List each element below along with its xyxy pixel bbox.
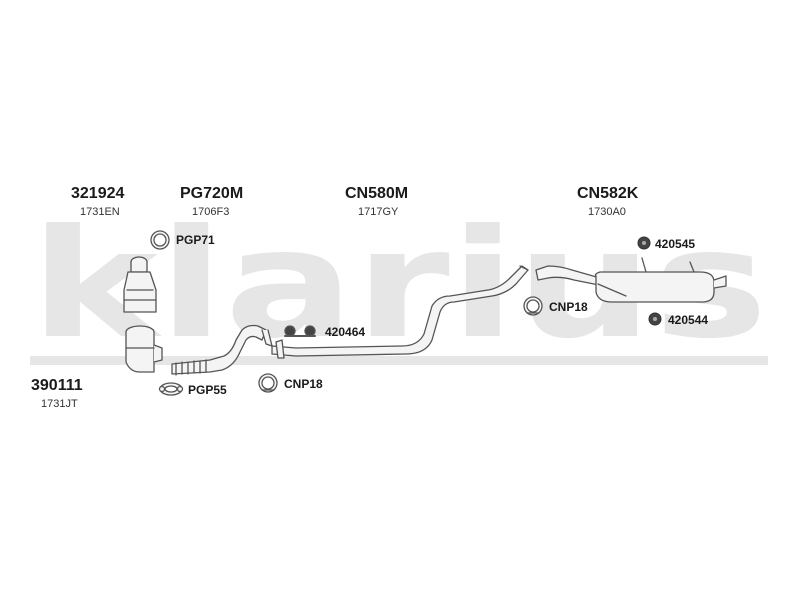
front-pipe-part: [171, 324, 273, 376]
accessory-label-420464[interactable]: 420464: [325, 325, 366, 339]
watermark-underline: [30, 356, 768, 365]
clamp-pgp55-icon: [158, 382, 184, 396]
accessory-label-420544[interactable]: 420544: [668, 313, 709, 327]
catalyst-upper-part: [123, 256, 157, 313]
part-number-pg720m[interactable]: PG720M: [180, 185, 244, 202]
catalyst-lower-part: [125, 325, 163, 373]
oe-number-1706F3: 1706F3: [192, 206, 230, 218]
oe-number-1731JT: 1731JT: [41, 398, 78, 410]
part-number-390111[interactable]: 390111: [31, 377, 83, 394]
hanger-420464-icon: [284, 325, 316, 337]
accessory-label-pgp71[interactable]: PGP71: [176, 233, 215, 247]
accessory-label-420545[interactable]: 420545: [655, 237, 696, 251]
rear-silencer-part: [535, 257, 727, 303]
clamp-pgp71-icon: [150, 230, 170, 250]
middle-pipe-part: [271, 265, 529, 359]
part-number-321924[interactable]: 321924: [71, 185, 125, 202]
clamp-cnp18-lower-icon: [258, 373, 278, 393]
oe-number-1731EN: 1731EN: [80, 206, 120, 218]
oe-number-1717GY: 1717GY: [358, 206, 399, 218]
clamp-cnp18-upper-icon: [523, 296, 543, 316]
oe-number-1730A0: 1730A0: [588, 206, 626, 218]
rubber-mount-420544-icon: [648, 312, 662, 326]
accessory-label-cnp18-upper[interactable]: CNP18: [549, 300, 588, 314]
part-number-cn582k[interactable]: CN582K: [577, 185, 639, 202]
accessory-label-cnp18-lower[interactable]: CNP18: [284, 377, 323, 391]
part-number-cn580m[interactable]: CN580M: [345, 185, 409, 202]
accessory-label-pgp55[interactable]: PGP55: [188, 383, 227, 397]
rubber-mount-420545-icon: [637, 236, 651, 250]
